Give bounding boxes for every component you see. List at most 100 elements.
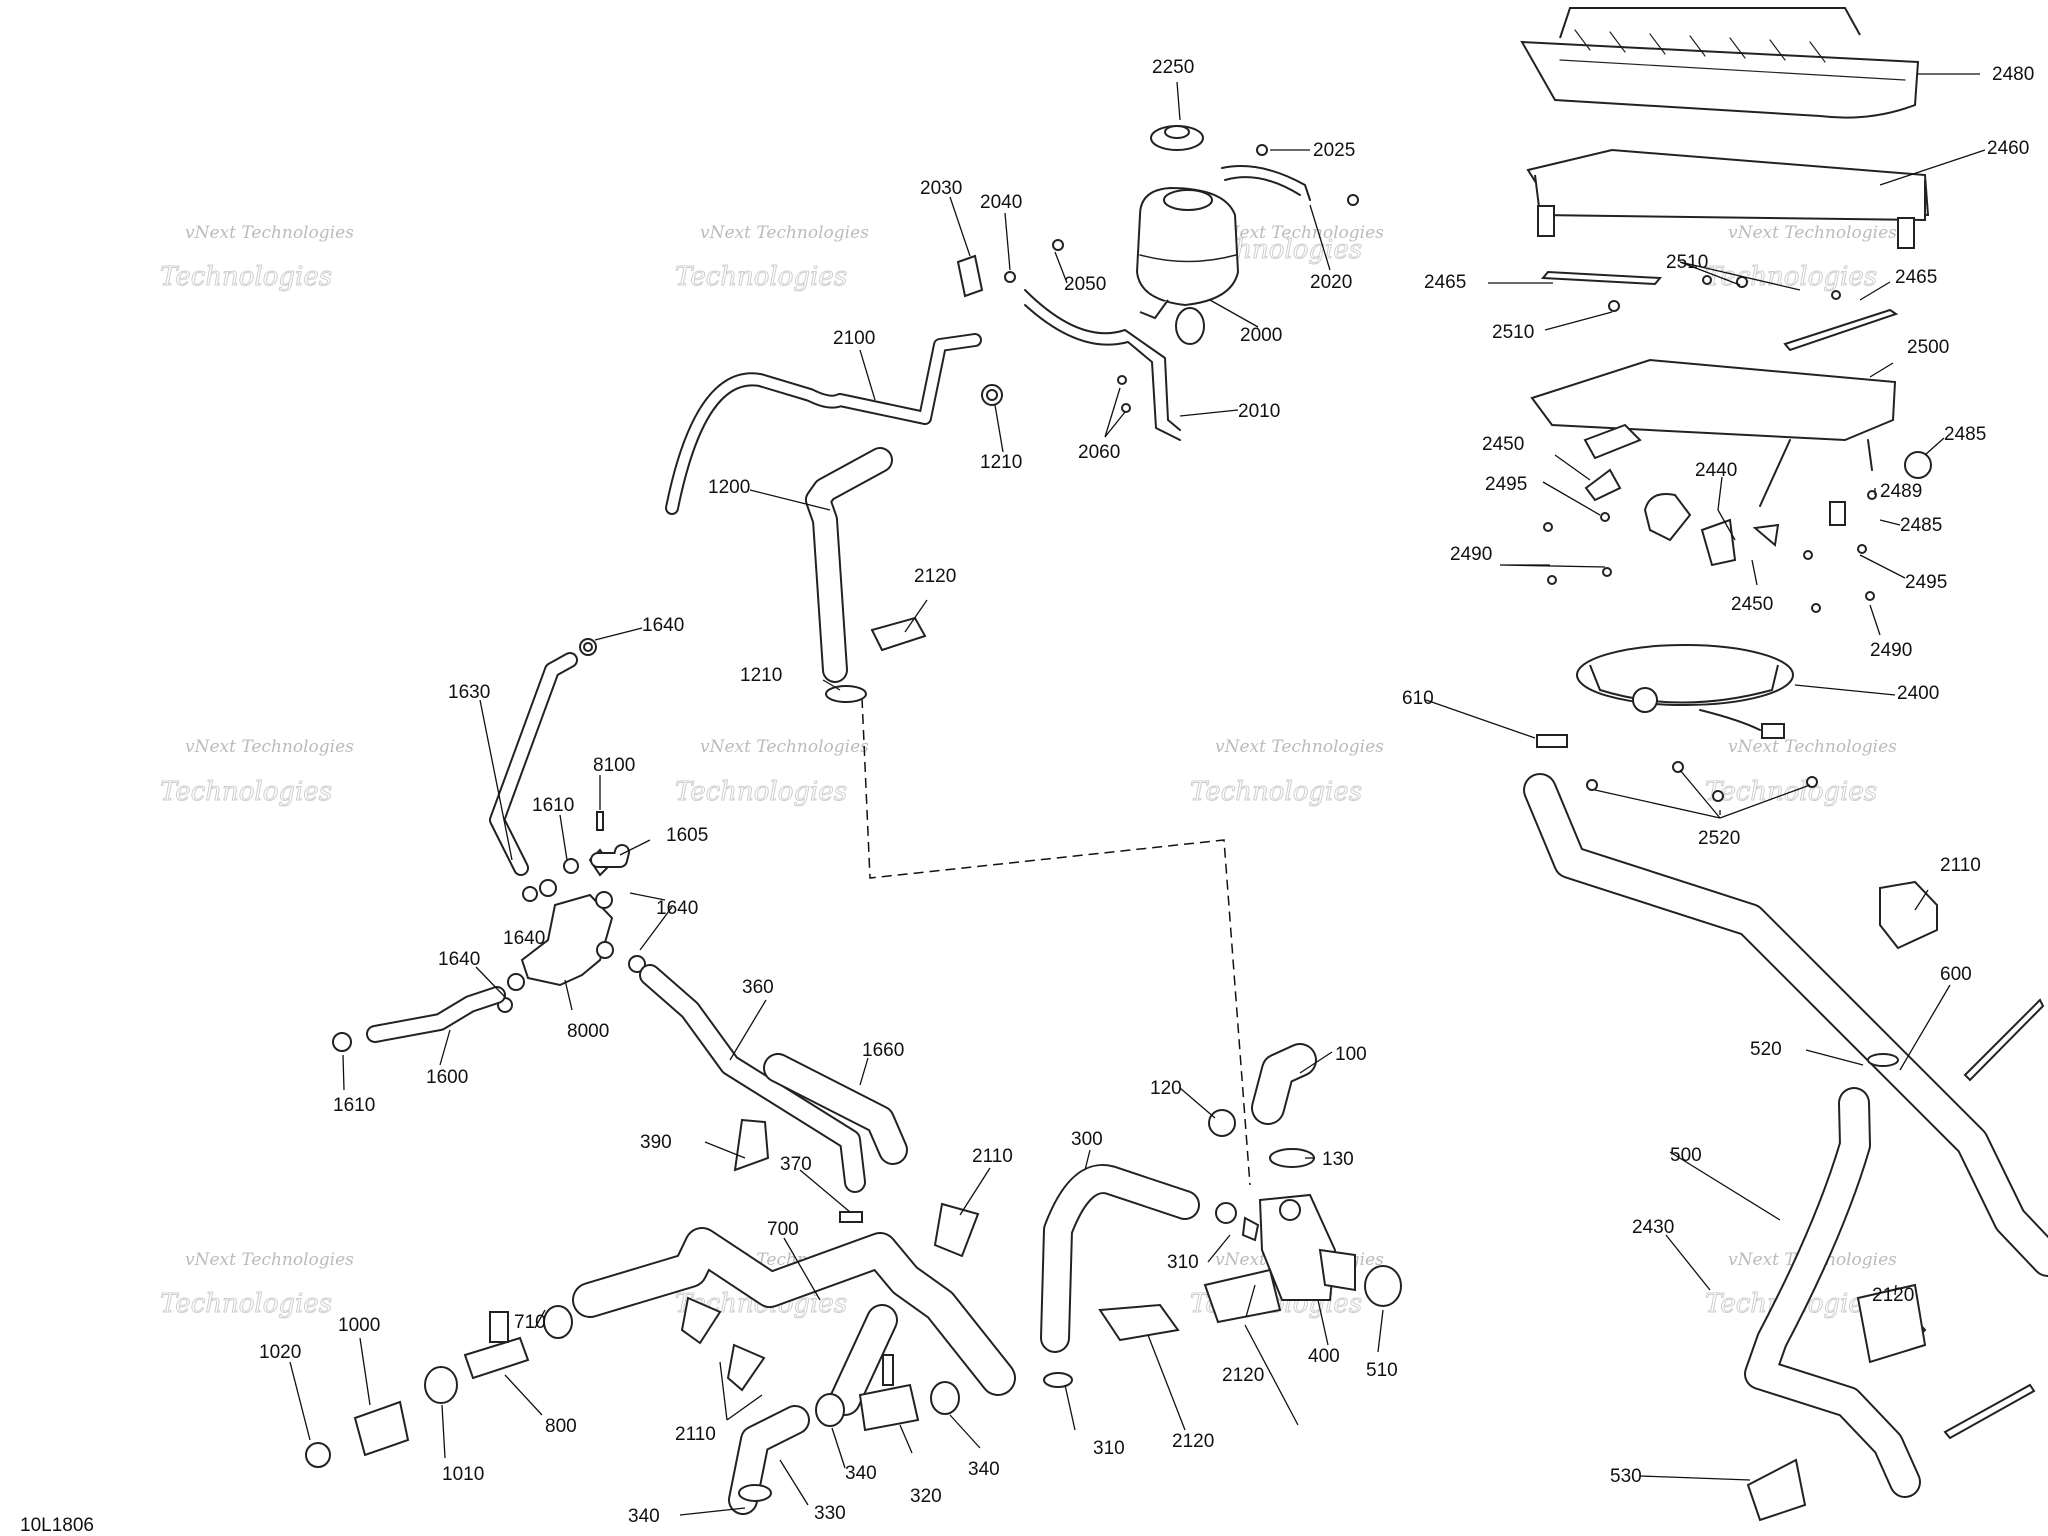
callout-label: 510 xyxy=(1366,1360,1398,1381)
svg-text:vNext Technologies: vNext Technologies xyxy=(700,223,869,243)
callout-label: 2120 xyxy=(1222,1365,1264,1386)
thermostat-housing xyxy=(1258,1193,1337,1301)
callout-label: 2490 xyxy=(1870,640,1912,661)
svg-text:Technologies: Technologies xyxy=(1190,777,1362,807)
callout-label: 2100 xyxy=(833,328,875,349)
callout-label: 320 xyxy=(910,1486,942,1507)
callout-label: 310 xyxy=(1093,1438,1125,1459)
hose-clamp xyxy=(933,1202,980,1258)
callout-label: 370 xyxy=(780,1154,812,1175)
leader-lines xyxy=(289,73,1986,1516)
expansion-tank xyxy=(1135,186,1240,307)
callout-label: 610 xyxy=(1402,688,1434,709)
svg-text:vNext Technologies: vNext Technologies xyxy=(185,737,354,757)
svg-text:vNext Technologies: vNext Technologies xyxy=(1215,737,1384,757)
radiator-hoses xyxy=(1523,773,2048,1522)
rubber-strip xyxy=(1540,270,1663,286)
callout-label: 500 xyxy=(1670,1145,1702,1166)
callout-label: 1660 xyxy=(862,1040,904,1061)
expansion-tank-assembly xyxy=(956,125,1359,441)
callout-label: 2120 xyxy=(1172,1431,1214,1452)
callout-label: 2020 xyxy=(1310,272,1352,293)
svg-text:Technologies: Technologies xyxy=(675,262,847,292)
callout-label: 1640 xyxy=(503,928,545,949)
callout-label: 520 xyxy=(1750,1039,1782,1060)
callout-label: 1610 xyxy=(532,795,574,816)
callout-label: 340 xyxy=(845,1463,877,1484)
callout-label: 1020 xyxy=(259,1342,301,1363)
callout-label: 2400 xyxy=(1897,683,1939,704)
tank-strap xyxy=(1221,165,1311,201)
callout-label: 2120 xyxy=(1872,1285,1914,1306)
callout-label: 2485 xyxy=(1900,515,1942,536)
callout-label: 8100 xyxy=(593,755,635,776)
callout-label: 390 xyxy=(640,1132,672,1153)
callout-label: 300 xyxy=(1071,1129,1103,1150)
coolant-hoses-upper xyxy=(665,333,982,703)
heater-valve-group xyxy=(332,638,646,1052)
callout-label: 2010 xyxy=(1238,401,1280,422)
callout-label: 2250 xyxy=(1152,57,1194,78)
callout-label: 2510 xyxy=(1666,252,1708,273)
tee-connector xyxy=(463,1336,530,1380)
callout-label: 2500 xyxy=(1907,337,1949,358)
hose-clamp xyxy=(680,1296,722,1345)
svg-text:vNext Technologies: vNext Technologies xyxy=(1215,223,1384,243)
lower-hoses xyxy=(305,964,1200,1515)
callout-label: 1010 xyxy=(442,1464,484,1485)
radiator-cover xyxy=(1520,40,1920,119)
callout-label: 1600 xyxy=(426,1067,468,1088)
callout-label: 530 xyxy=(1610,1466,1642,1487)
callout-label: 2110 xyxy=(972,1146,1013,1167)
callout-label: 120 xyxy=(1150,1078,1182,1099)
callout-label: 330 xyxy=(814,1503,846,1524)
callout-label: 1640 xyxy=(438,949,480,970)
callout-label: 1210 xyxy=(740,665,782,686)
callout-label: 100 xyxy=(1335,1044,1367,1065)
callout-label: 700 xyxy=(767,1219,799,1240)
callout-label: 1640 xyxy=(656,898,698,919)
callout-label: 2495 xyxy=(1485,474,1527,495)
callout-label: 1610 xyxy=(333,1095,375,1116)
svg-text:vNext Technologies: vNext Technologies xyxy=(185,1250,354,1270)
callout-label: 710 xyxy=(514,1312,546,1333)
hose-clamp xyxy=(1879,880,1938,950)
callout-label: 2120 xyxy=(914,566,956,587)
callout-label: 2465 xyxy=(1895,267,1937,288)
callout-label: 2050 xyxy=(1064,274,1106,295)
small-bracket xyxy=(956,254,984,298)
svg-text:vNext Technologies: vNext Technologies xyxy=(700,737,869,757)
callout-label: 2030 xyxy=(920,178,962,199)
callout-label: 340 xyxy=(628,1506,660,1527)
svg-text:Technologies: Technologies xyxy=(160,262,332,292)
hose-clamp xyxy=(726,1343,766,1392)
callout-label: 1200 xyxy=(708,477,750,498)
callout-label: 1630 xyxy=(448,682,490,703)
callout-label: 2450 xyxy=(1731,594,1773,615)
callout-label: 2510 xyxy=(1492,322,1534,343)
tank-bracket xyxy=(1024,289,1181,431)
svg-text:Technologies: Technologies xyxy=(160,1289,332,1319)
thermostat-group xyxy=(1203,1043,1402,1324)
callout-label: 1605 xyxy=(666,825,708,846)
callout-label: 2040 xyxy=(980,192,1022,213)
callout-label: 8000 xyxy=(567,1021,609,1042)
diagram-code: 10L1806 xyxy=(20,1515,94,1536)
rubber-strip xyxy=(1783,308,1899,352)
callout-label: 1210 xyxy=(980,452,1022,473)
callouts: 2250 2025 2480 2460 2030 2040 2050 2020 … xyxy=(259,57,2034,1527)
radiator-assembly xyxy=(1520,7,1932,802)
callout-label: 600 xyxy=(1940,964,1972,985)
callout-label: 800 xyxy=(545,1416,577,1437)
tee-connector xyxy=(858,1383,920,1432)
callout-label: 2520 xyxy=(1698,828,1740,849)
callout-label: 2450 xyxy=(1482,434,1524,455)
callout-label: 1640 xyxy=(642,615,684,636)
